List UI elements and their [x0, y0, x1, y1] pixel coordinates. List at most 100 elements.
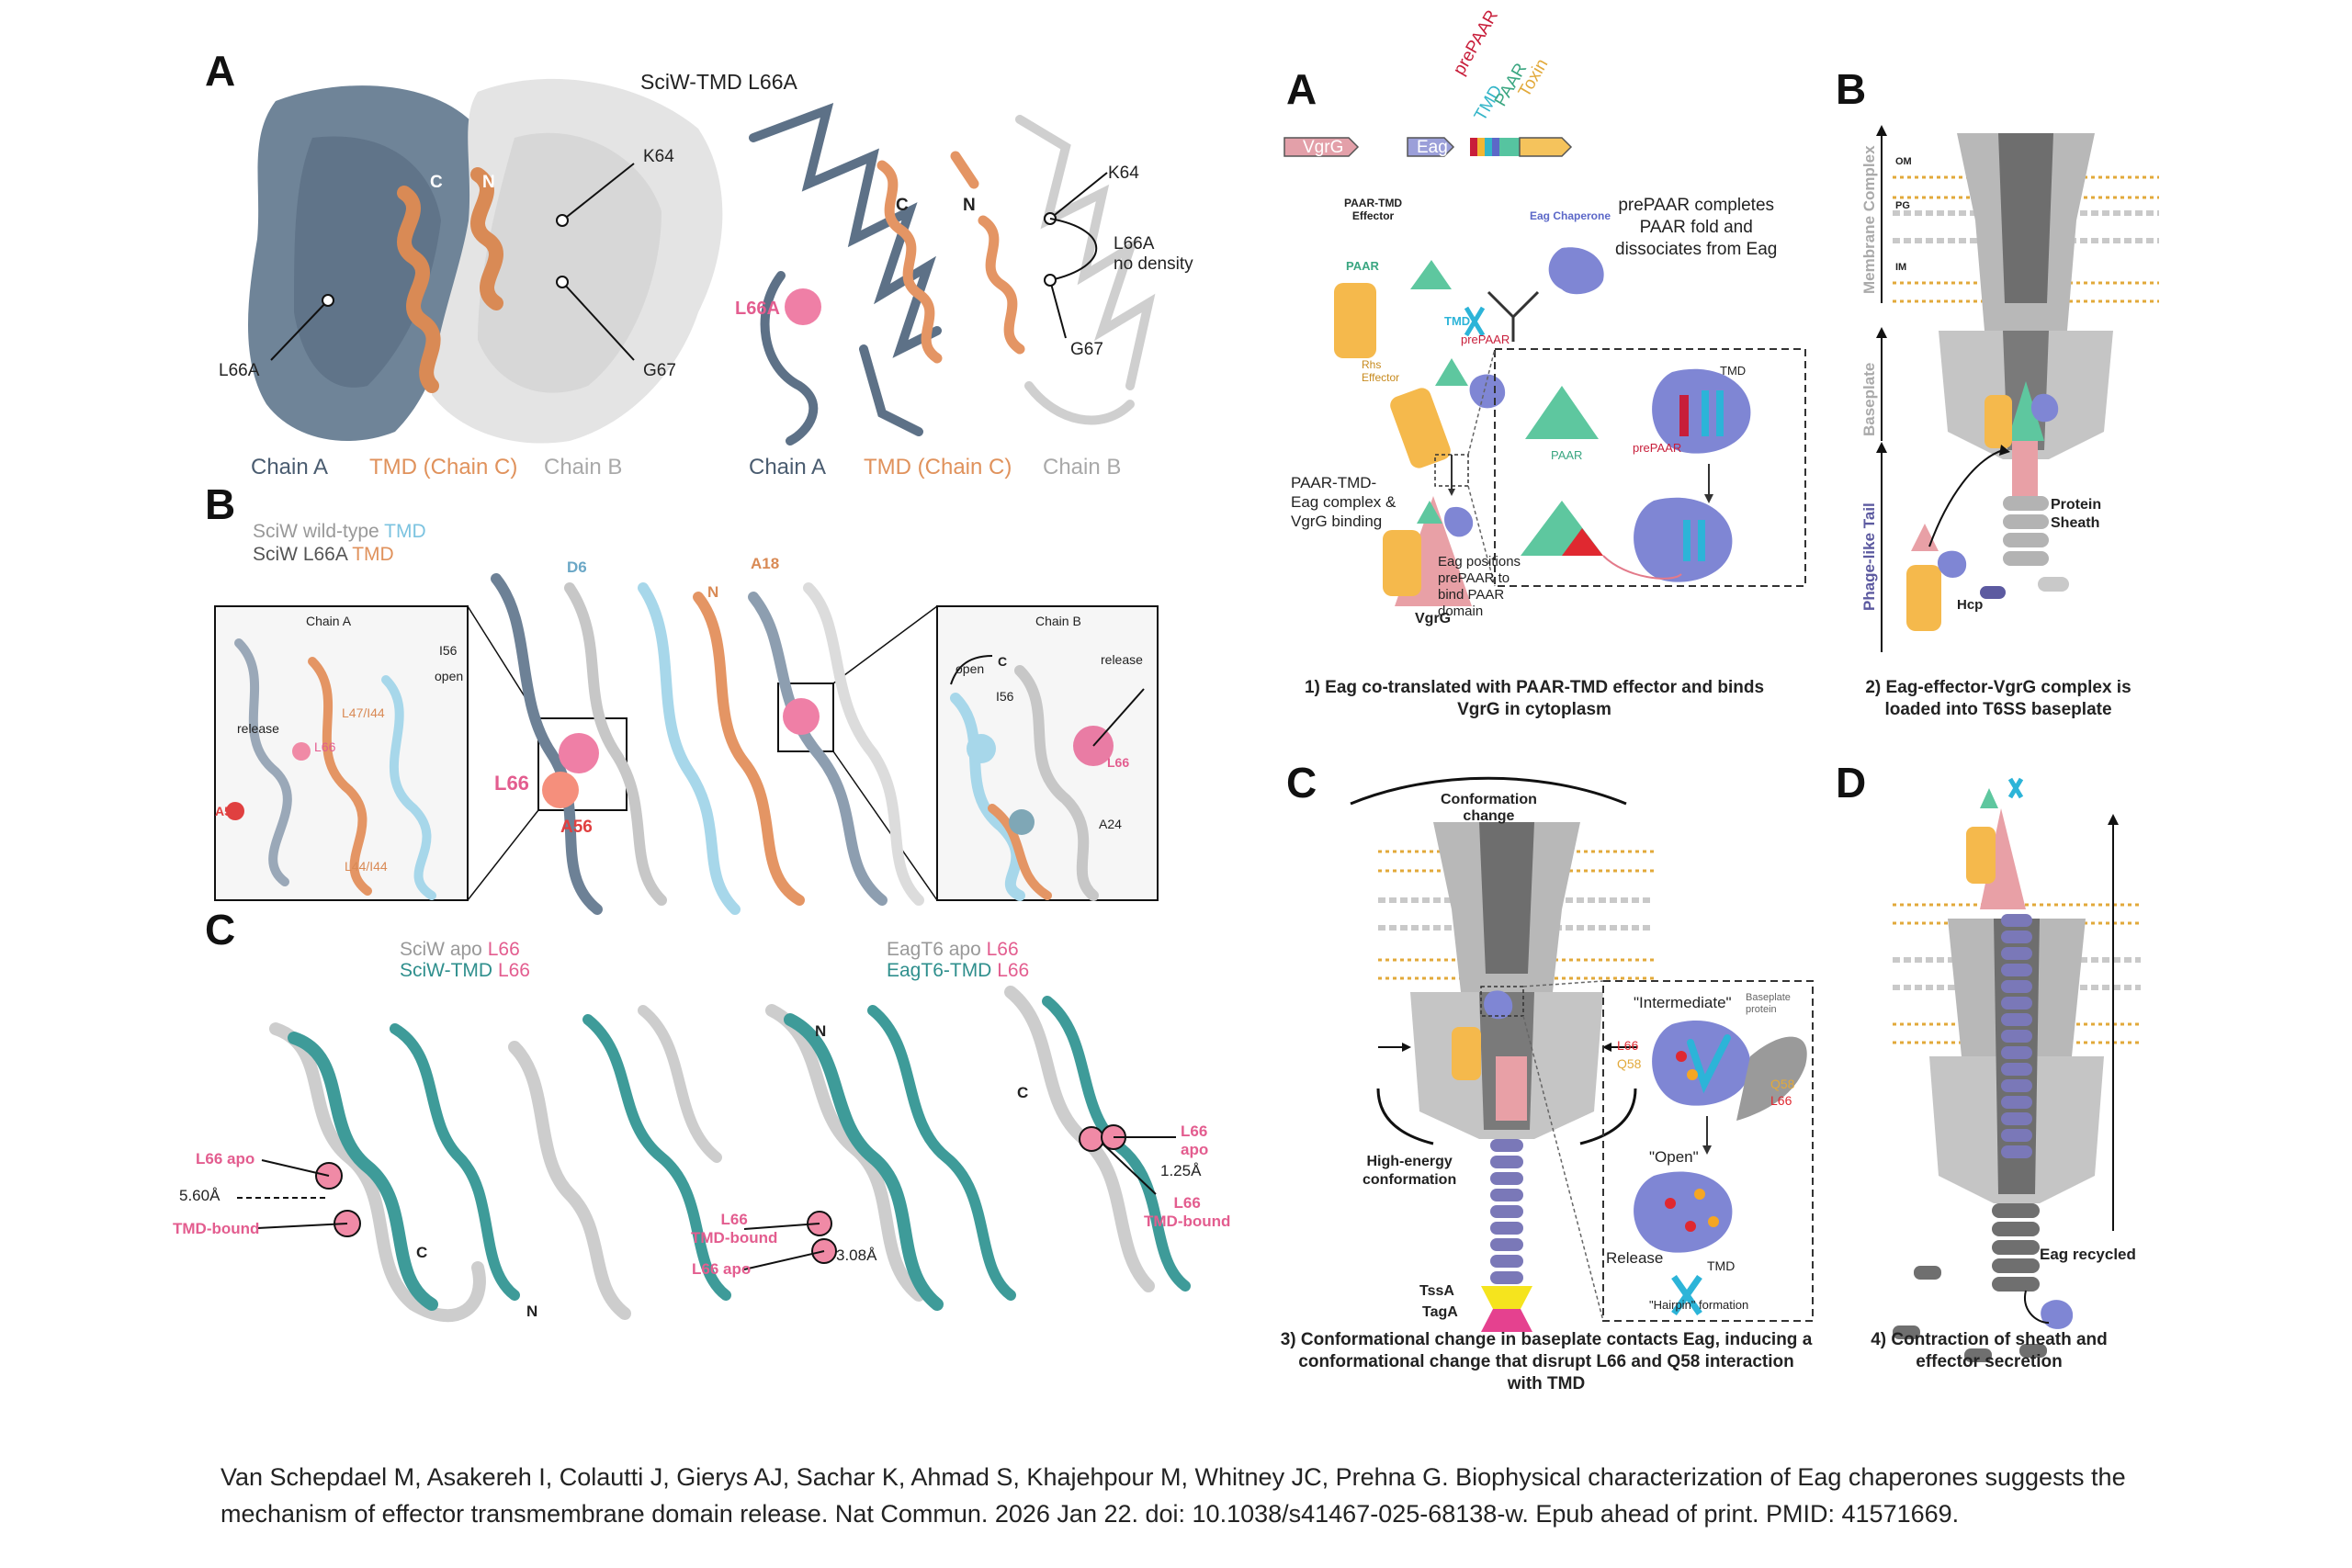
ribbon-tmd [876, 151, 1025, 364]
right-b-om: OM [1895, 156, 1912, 167]
right-a-prepaar-inset: prePAAR [1633, 441, 1682, 455]
left-b-i56: I56 [439, 643, 458, 658]
c-eagt6-b-dot1 [1079, 1126, 1104, 1152]
left-b-inset-b-title: Chain B [1035, 614, 1081, 628]
eag-chaperone-shape [1548, 247, 1604, 295]
right-c-l66: L66 [1617, 1038, 1639, 1053]
main-b-box-b [777, 682, 834, 752]
left-c-l66-apo3: L66 apo [1181, 1122, 1209, 1158]
rhs-effector-shape-2 [1390, 388, 1451, 468]
left-b-l66: L66 [314, 739, 336, 754]
main-b-l66-sphere [559, 733, 599, 773]
open-eag [1634, 1171, 1733, 1253]
left-c-l66-tmd-bound3: L66 TMD-bound [1144, 1194, 1231, 1230]
left-a-l66a: L66A [219, 361, 260, 380]
left-a-chain-b-r: Chain B [1043, 455, 1122, 479]
right-b-im: IM [1895, 262, 1907, 273]
left-b-legend2: SciW L66A TMD [253, 544, 394, 566]
baseplate-protein-shape [1736, 1036, 1807, 1121]
contracted-sheath-d [1992, 1203, 2040, 1292]
left-c-n2: N [815, 1022, 827, 1040]
right-b-pg: PG [1895, 200, 1910, 211]
left-c-leg2-a: SciW-TMD [400, 960, 493, 981]
left-c-leg3: EagT6 apo L66 [887, 939, 1019, 961]
right-a-rhs-effector: Rhs Effector [1362, 358, 1400, 384]
inset-a-a56-dot [226, 802, 244, 820]
right-b-phage-tail: Phage-like Tail [1860, 502, 1878, 611]
left-c-dist2: 3.08Å [836, 1247, 877, 1264]
secreted-vgrg [1980, 808, 2026, 909]
left-a-chain-b: Chain B [544, 455, 623, 479]
panel-label-right-d: D [1836, 759, 1867, 807]
right-b-protein-sheath: Protein Sheath [2051, 497, 2102, 531]
panel-label-left-b: B [205, 480, 236, 528]
right-c-taga: TagA [1422, 1304, 1458, 1320]
right-c-q58: Q58 [1617, 1056, 1642, 1071]
paar-triangle [1410, 260, 1452, 289]
right-c-release: Release [1606, 1249, 1664, 1267]
surface-chain-b [432, 78, 723, 444]
left-c-tmd-bound: TMD-bound [173, 1220, 260, 1237]
panel-label-right-b: B [1836, 65, 1867, 113]
left-b-inset-a-title: Chain A [306, 614, 352, 628]
left-b-l66-main-text: L66 [494, 772, 529, 795]
right-d-eag-recycled: Eag recycled [2040, 1246, 2136, 1263]
right-c-tssa: TssA [1419, 1283, 1454, 1299]
left-c-dist1: 5.60Å [179, 1187, 220, 1204]
l66a-marker [785, 288, 821, 325]
right-a-tmd-inset: TMD [1720, 364, 1747, 378]
left-a-chain-a: Chain A [251, 455, 329, 479]
ribbon-chain-a [749, 102, 942, 446]
left-b-legend1-b: TMD [384, 521, 426, 542]
left-c-c1: C [416, 1244, 428, 1261]
gene-eag: Eag [1417, 138, 1448, 157]
vgrg-y-symbol [1487, 290, 1540, 342]
pointer-lines-a2 [1044, 172, 1108, 339]
right-c-q58-r: Q58 [1770, 1077, 1795, 1091]
right-a-tmd: TMD [1444, 314, 1471, 328]
right-c-tmd: TMD [1707, 1258, 1736, 1273]
left-c-leg1-a: SciW apo [400, 939, 482, 960]
left-c-l66-apo2: L66 apo [692, 1260, 752, 1278]
inset-b-a24-sphere [1009, 809, 1035, 835]
right-a-eag-positions: Eag positions prePAAR to bind PAAR domai… [1438, 554, 1521, 619]
released-tmd [1671, 1274, 1702, 1316]
sheath-b [2003, 496, 2049, 566]
left-c-dist3: 1.25Å [1160, 1162, 1202, 1179]
left-c-leg1: SciW apo L66 [400, 939, 520, 961]
citation-text: Van Schepdael M, Asakereh I, Colautti J,… [220, 1463, 2126, 1528]
panel-label-left-c: C [205, 906, 236, 953]
left-a-title: SciW-TMD L66A [640, 70, 797, 94]
right-c-intermediate: "Intermediate" [1634, 994, 1732, 1011]
left-c-leg1-b: L66 [487, 939, 520, 960]
inset-b-ribbons [950, 665, 1099, 901]
gene-diagram [1283, 137, 1573, 157]
inset-a-ribbons [234, 638, 436, 900]
zoom-box-large [1494, 348, 1806, 587]
main-b-l66-sphere-b [783, 698, 820, 735]
left-b-a24: A24 [1099, 817, 1122, 831]
right-a-eag-chaperone: Eag Chaperone [1530, 209, 1611, 222]
left-b-i56-b: I56 [996, 689, 1014, 704]
tube-d [2001, 914, 2032, 1158]
right-a-paar: PAAR [1346, 259, 1379, 273]
left-b-release-b: release [1101, 652, 1143, 667]
main-b-ribbons [491, 573, 924, 915]
right-b-membrane-complex: Membrane Complex [1860, 145, 1878, 294]
left-c-leg4: EagT6-TMD L66 [887, 960, 1029, 982]
left-c-leg4-a: EagT6-TMD [887, 960, 992, 981]
left-b-legend2-a: SciW L66A [253, 544, 347, 565]
right-c-caption: 3) Conformational change in baseplate co… [1280, 1330, 1813, 1393]
left-b-open-b: open [956, 661, 985, 676]
right-c-open: "Open" [1649, 1148, 1699, 1166]
left-b-c-b: C [998, 654, 1008, 669]
inset-a-l66-dot [292, 742, 311, 761]
left-c-leg2: SciW-TMD L66 [400, 960, 530, 982]
inset-eag-blob [1652, 368, 1751, 454]
left-b-release: release [237, 721, 279, 736]
left-b-a56-main: A56 [560, 818, 593, 837]
inset-chain-a-box [214, 605, 469, 901]
panel-label-right-a: A [1286, 65, 1317, 113]
